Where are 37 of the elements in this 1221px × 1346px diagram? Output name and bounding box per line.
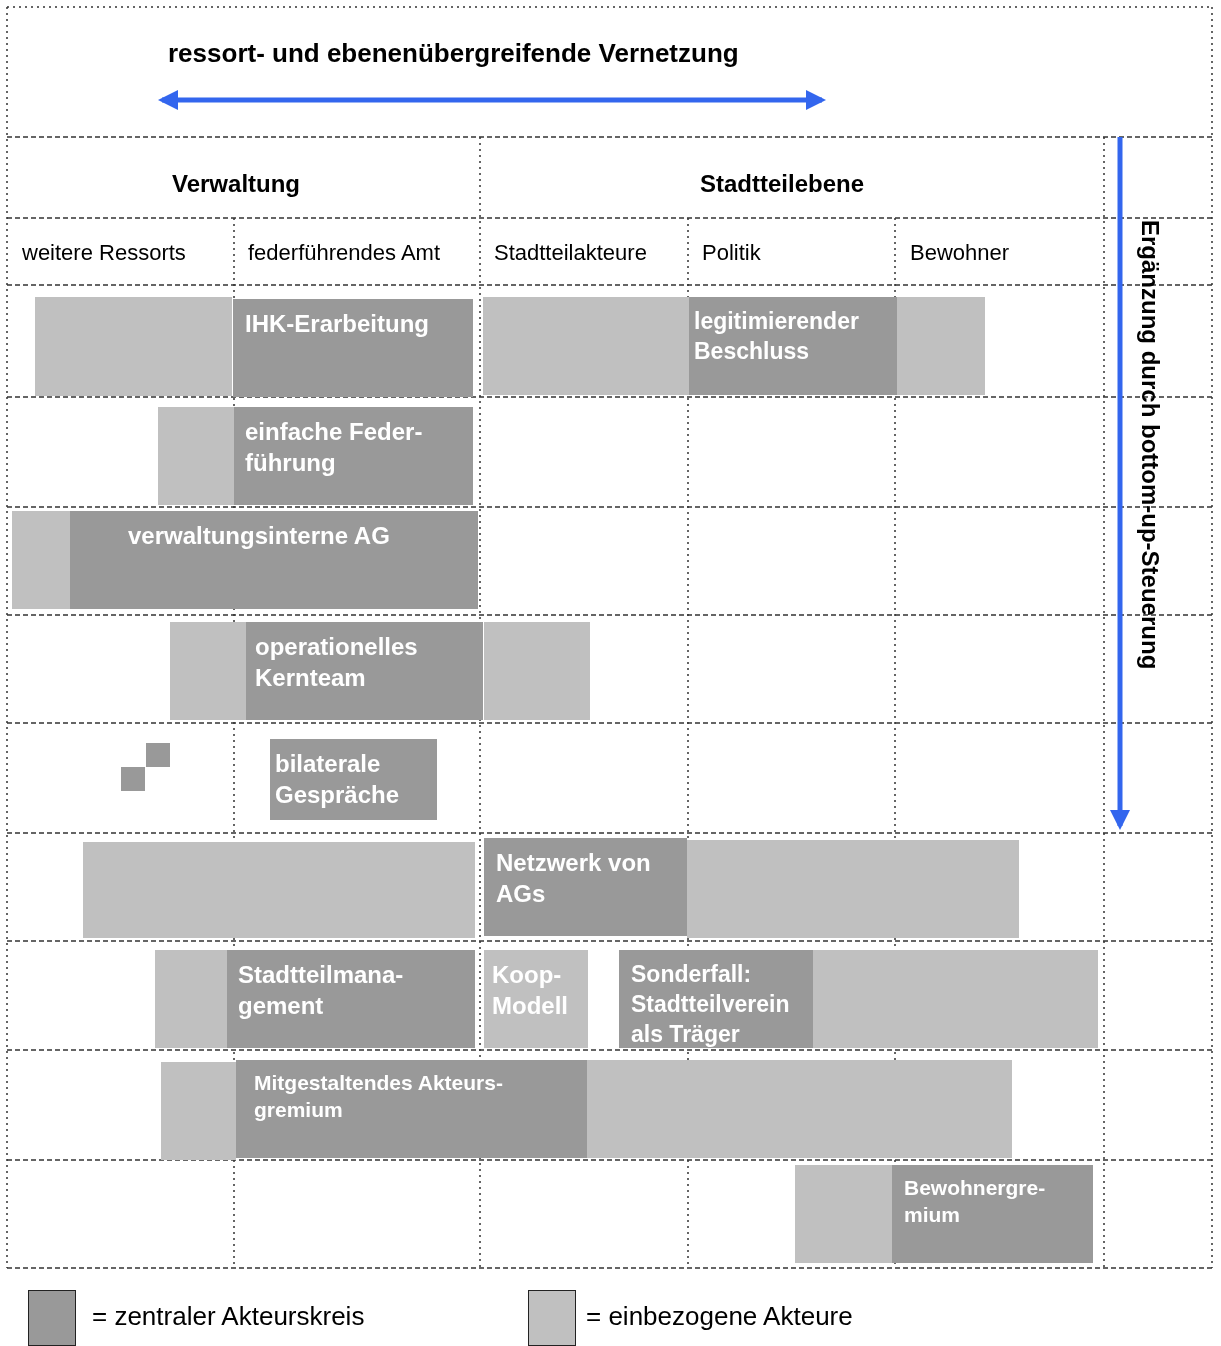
column-group-header: Stadtteilebene (700, 170, 865, 198)
involved-actor-bar: Koop- Modell (484, 950, 588, 1048)
core-actor-bar: operationelles Kernteam (246, 622, 483, 720)
core-actor-bar: Netzwerk von AGs (484, 838, 687, 936)
heading: ressort- und ebenenübergreifende Vernetzung (168, 38, 739, 69)
column-header: Bewohner (910, 240, 1010, 266)
column-group-header: Verwaltung (172, 170, 301, 198)
involved-actor-bar (161, 1062, 236, 1160)
legend-label: = einbezogene Akteure (586, 1301, 853, 1332)
core-actor-bar: Mitgestaltendes Akteurs- gremium (236, 1060, 587, 1158)
arrow-label: Ergänzung durch bottom-up-Steuerung (1136, 220, 1164, 670)
involved-actor-bar (170, 622, 246, 720)
legend-label: = zentraler Akteurskreis (92, 1301, 365, 1332)
core-actor-bar: Sonderfall: Stadtteilverein als Träger (619, 950, 813, 1048)
core-actor-bar: IHK-Erarbeitung (233, 299, 473, 397)
involved-actor-bar (687, 840, 1019, 938)
involved-actor-bar (484, 622, 590, 720)
involved-actor-bar (35, 297, 232, 396)
involved-actor-bar (897, 297, 985, 395)
column-header: federführendes Amt (248, 240, 440, 266)
core-actor-bar: einfache Feder- führung (234, 407, 473, 505)
involved-actor-bar (155, 950, 227, 1048)
involved-actor-bar (813, 950, 1098, 1048)
involved-actor-bar (12, 511, 70, 609)
core-actor-bar: Bewohnergre- mium (892, 1165, 1093, 1263)
column-header: weitere Ressorts (22, 240, 186, 266)
involved-actor-bar (483, 297, 689, 395)
core-actor-bar: Stadtteilmana- gement (227, 950, 475, 1048)
involved-actor-bar (83, 842, 475, 938)
core-actor-bar: legitimierender Beschluss (689, 297, 897, 395)
column-header: Politik (702, 240, 761, 266)
core-actor-bar: verwaltungsinterne AG (70, 511, 478, 609)
involved-actor-bar (158, 407, 234, 505)
core-actor-bar: bilaterale Gespräche (270, 739, 437, 820)
involved-actor-bar (795, 1165, 892, 1263)
column-header: Stadtteilakteure (494, 240, 647, 266)
involved-actor-bar (587, 1060, 1012, 1158)
